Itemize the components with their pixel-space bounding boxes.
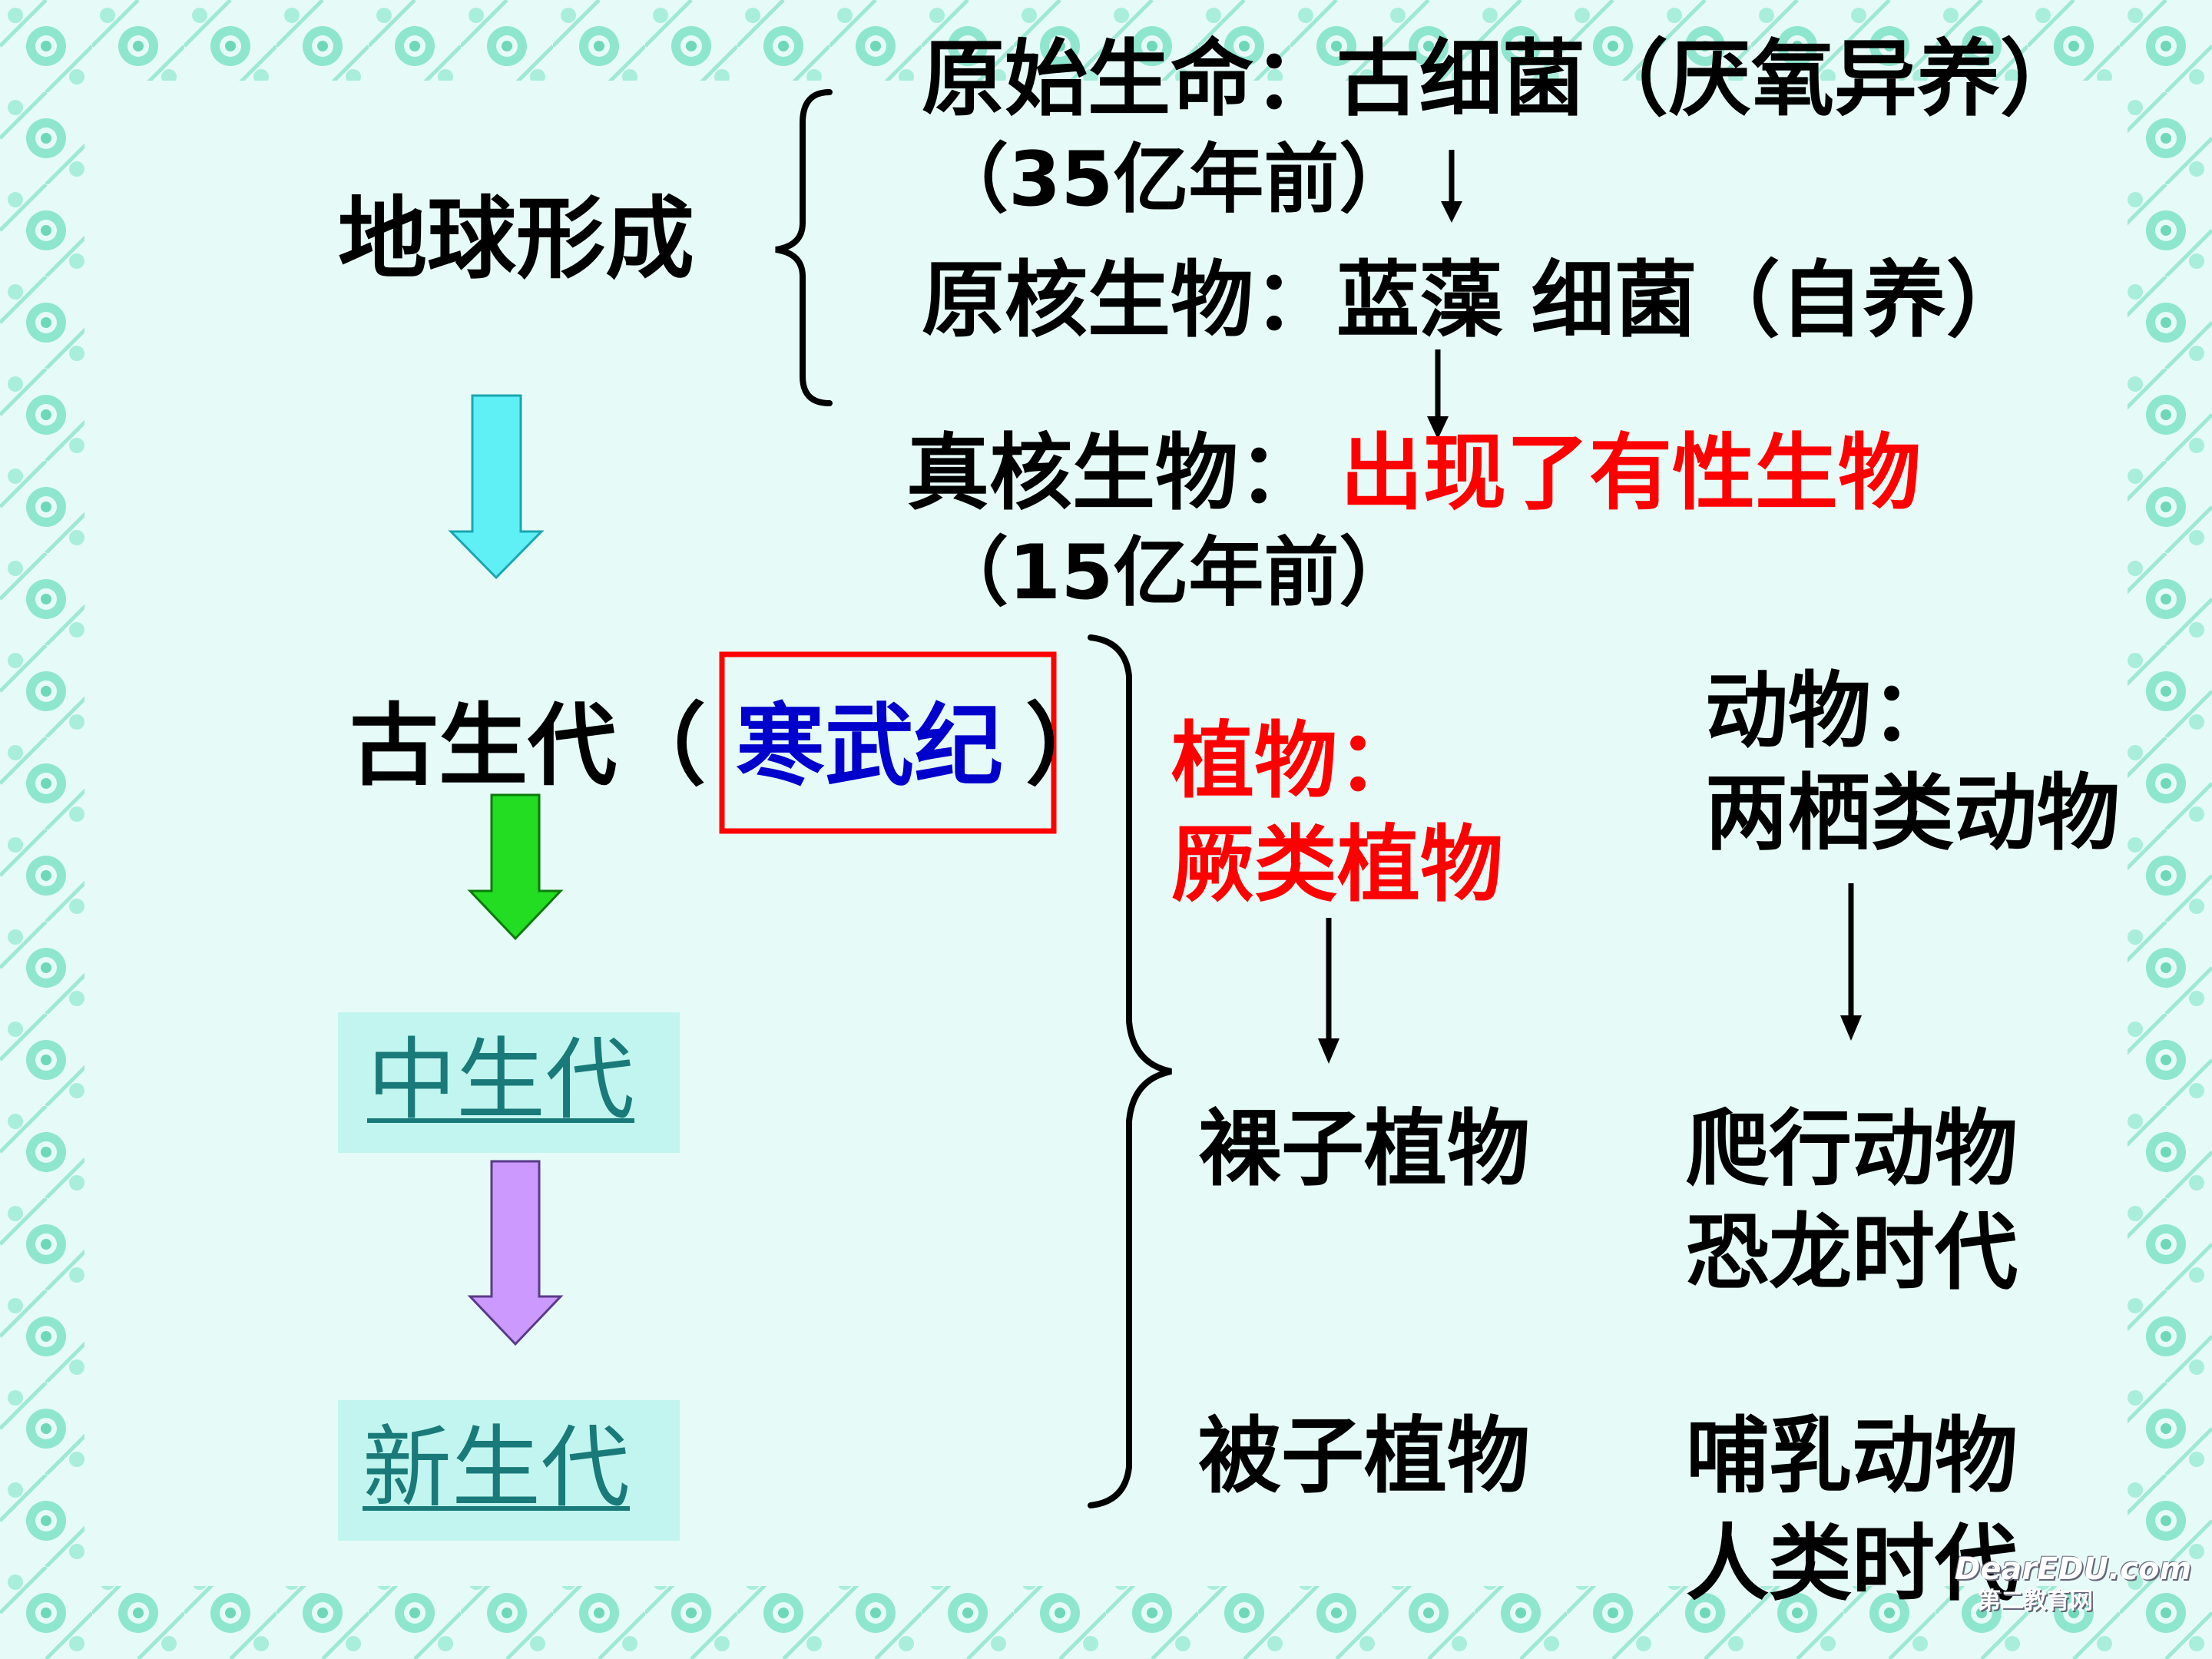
ago-35: （35亿年前） — [933, 136, 1415, 224]
content-area — [84, 81, 2128, 1586]
mesozoic-box — [338, 1012, 680, 1153]
eukaryotes-label: 真核生物： — [906, 426, 1322, 522]
ferns: 厥类植物 — [1171, 817, 1504, 913]
angiosperms: 被子植物 — [1198, 1409, 1531, 1505]
cambrian: 寒武纪 — [736, 694, 1003, 798]
arrow-ferns-to-gymnosperms — [1318, 918, 1339, 1064]
earth-formation: 地球形成 — [338, 187, 694, 291]
amphibians: 两栖类动物 — [1705, 766, 2121, 862]
primitive-life: 原始生命：古细菌（厌氧异养） — [922, 31, 2084, 127]
cenozoic-link[interactable]: 新生代 — [363, 1416, 630, 1520]
mesozoic-link[interactable]: 中生代 — [367, 1028, 634, 1132]
human-era: 人类时代 — [1686, 1516, 2018, 1612]
arrow-amphibians-to-reptiles — [1840, 883, 1862, 1041]
paleozoic-close: ） — [1025, 694, 1114, 798]
arrow-prokaryote-to-eukaryote — [1427, 349, 1449, 439]
watermark-subtitle: 第二教育网 — [1978, 1588, 2093, 1614]
animals-label: 动物： — [1705, 664, 1955, 760]
purple-arrow — [467, 1160, 564, 1346]
paleozoic: 古生代（ — [349, 694, 706, 798]
mammals: 哺乳动物 — [1686, 1409, 2018, 1505]
eras-brace — [1088, 634, 1172, 1508]
gymnosperms: 裸子植物 — [1198, 1101, 1531, 1197]
prokaryotes: 原核生物：蓝藻 细菌（自养） — [922, 253, 2029, 349]
earth-brace — [775, 89, 833, 406]
dinosaur-era: 恐龙时代 — [1686, 1205, 2018, 1301]
eukaryotes-note: 出现了有性生物 — [1340, 426, 1922, 522]
green-arrow — [467, 793, 564, 941]
reptiles: 爬行动物 — [1686, 1101, 2018, 1197]
cambrian-highlight-box — [719, 651, 1057, 834]
cyan-arrow — [448, 394, 545, 580]
ago-15: （15亿年前） — [933, 529, 1415, 617]
arrow-35-to-prokaryote — [1441, 150, 1462, 223]
watermark-site: DearEDU.com — [1955, 1551, 2192, 1587]
cenozoic-box — [338, 1400, 680, 1541]
plants-label: 植物： — [1171, 714, 1421, 810]
